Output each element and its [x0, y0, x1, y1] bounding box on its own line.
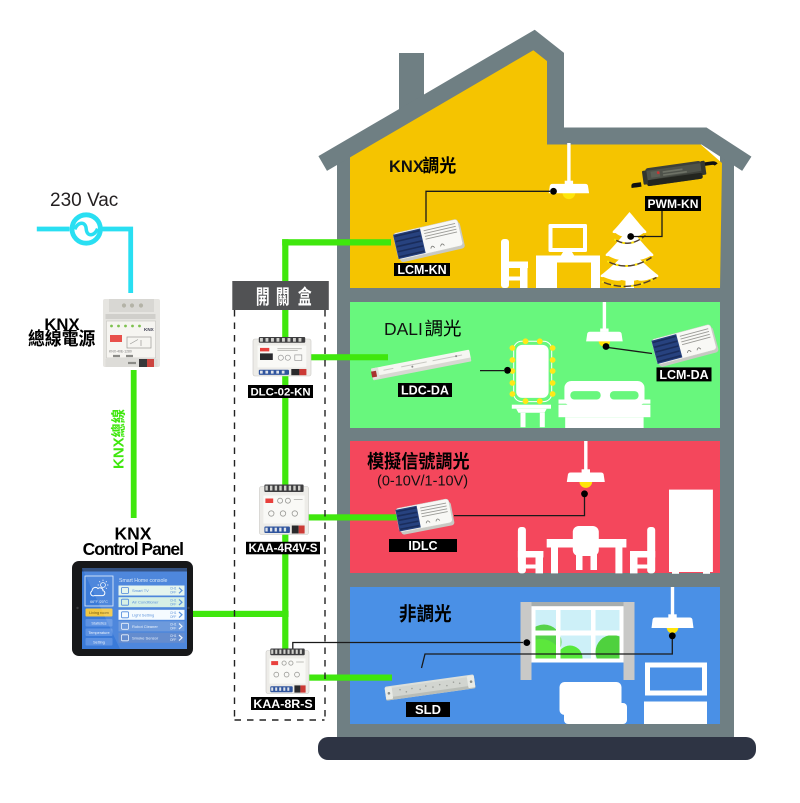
svg-text:LCM-KN: LCM-KN [397, 263, 446, 277]
svg-text:Smoke Sensor: Smoke Sensor [132, 635, 159, 640]
svg-text:Air Conditioner: Air Conditioner [132, 600, 159, 605]
svg-text:LDC-DA: LDC-DA [401, 383, 449, 397]
svg-text:OFF: OFF [170, 627, 176, 631]
svg-text:Robot Cleaner: Robot Cleaner [132, 624, 158, 629]
svg-text:Smart Home console: Smart Home console [119, 578, 168, 584]
svg-text:DLC-02-KN: DLC-02-KN [250, 387, 310, 399]
svg-text:CH1: CH1 [170, 634, 177, 638]
svg-text:KAA-8R-S: KAA-8R-S [253, 697, 312, 711]
svg-text:OFF: OFF [170, 615, 176, 619]
svg-text:Control Panel: Control Panel [83, 539, 184, 559]
svg-text:230 Vac: 230 Vac [50, 190, 118, 211]
svg-text:Smart TV: Smart TV [132, 588, 149, 593]
svg-text:LCM-DA: LCM-DA [659, 368, 708, 382]
svg-text:CH1: CH1 [170, 587, 177, 591]
svg-text:SLD: SLD [415, 702, 441, 717]
svg-text:Living room: Living room [89, 611, 109, 615]
svg-text:KNX: KNX [111, 437, 128, 469]
svg-text:KAA-4R4V-S: KAA-4R4V-S [249, 542, 318, 555]
svg-text:CH1: CH1 [170, 598, 177, 602]
svg-text:Light Setting: Light Setting [132, 612, 154, 617]
svg-text:KNX: KNX [389, 158, 424, 176]
svg-text:PWM-KN: PWM-KN [647, 197, 698, 211]
svg-text:CH1: CH1 [170, 611, 177, 615]
svg-text:KNX: KNX [144, 327, 155, 332]
svg-text:Temperature: Temperature [88, 631, 109, 635]
svg-text:IDLC: IDLC [408, 539, 437, 553]
svg-text:KNX: KNX [115, 524, 152, 544]
svg-text:Setting: Setting [93, 640, 105, 644]
svg-text:KNX-40E-1280: KNX-40E-1280 [109, 350, 132, 354]
svg-text:(0-10V/1-10V): (0-10V/1-10V) [377, 474, 468, 490]
svg-text:OFF: OFF [170, 591, 176, 595]
svg-text:Statistics: Statistics [91, 621, 106, 625]
svg-text:OFF: OFF [170, 602, 176, 606]
svg-text:OFF: OFF [170, 638, 176, 642]
svg-text:DALI: DALI [384, 319, 423, 339]
svg-text:66°F /20°C: 66°F /20°C [90, 600, 108, 604]
svg-text:CH1: CH1 [170, 623, 177, 627]
svg-text:KNX: KNX [44, 315, 79, 334]
